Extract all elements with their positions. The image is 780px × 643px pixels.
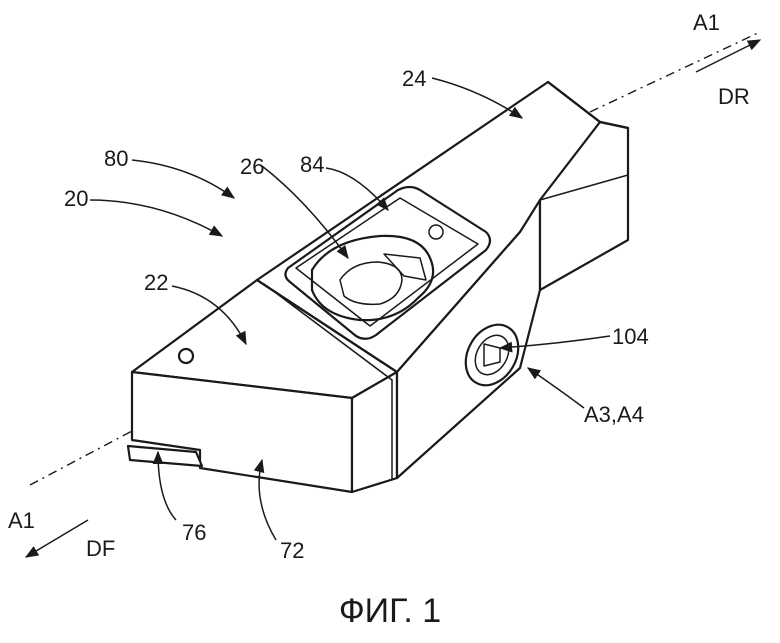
tool-body bbox=[128, 82, 628, 492]
label-84: 84 bbox=[300, 152, 324, 177]
label-a3-a4: A3,A4 bbox=[584, 402, 644, 427]
label-20: 20 bbox=[64, 186, 88, 211]
label-df: DF bbox=[86, 536, 115, 561]
label-a1-top: A1 bbox=[693, 10, 720, 35]
label-72: 72 bbox=[280, 538, 304, 563]
label-24: 24 bbox=[402, 66, 426, 91]
label-80: 80 bbox=[104, 146, 128, 171]
label-104: 104 bbox=[612, 324, 649, 349]
label-a1-bottom: A1 bbox=[8, 508, 35, 533]
label-26: 26 bbox=[240, 154, 264, 179]
arrow-df bbox=[26, 520, 88, 557]
figure-caption: ФИГ. 1 bbox=[339, 592, 441, 630]
arrow-dr bbox=[696, 40, 760, 72]
label-76: 76 bbox=[182, 520, 206, 545]
label-22: 22 bbox=[144, 270, 168, 295]
label-dr: DR bbox=[718, 84, 750, 109]
